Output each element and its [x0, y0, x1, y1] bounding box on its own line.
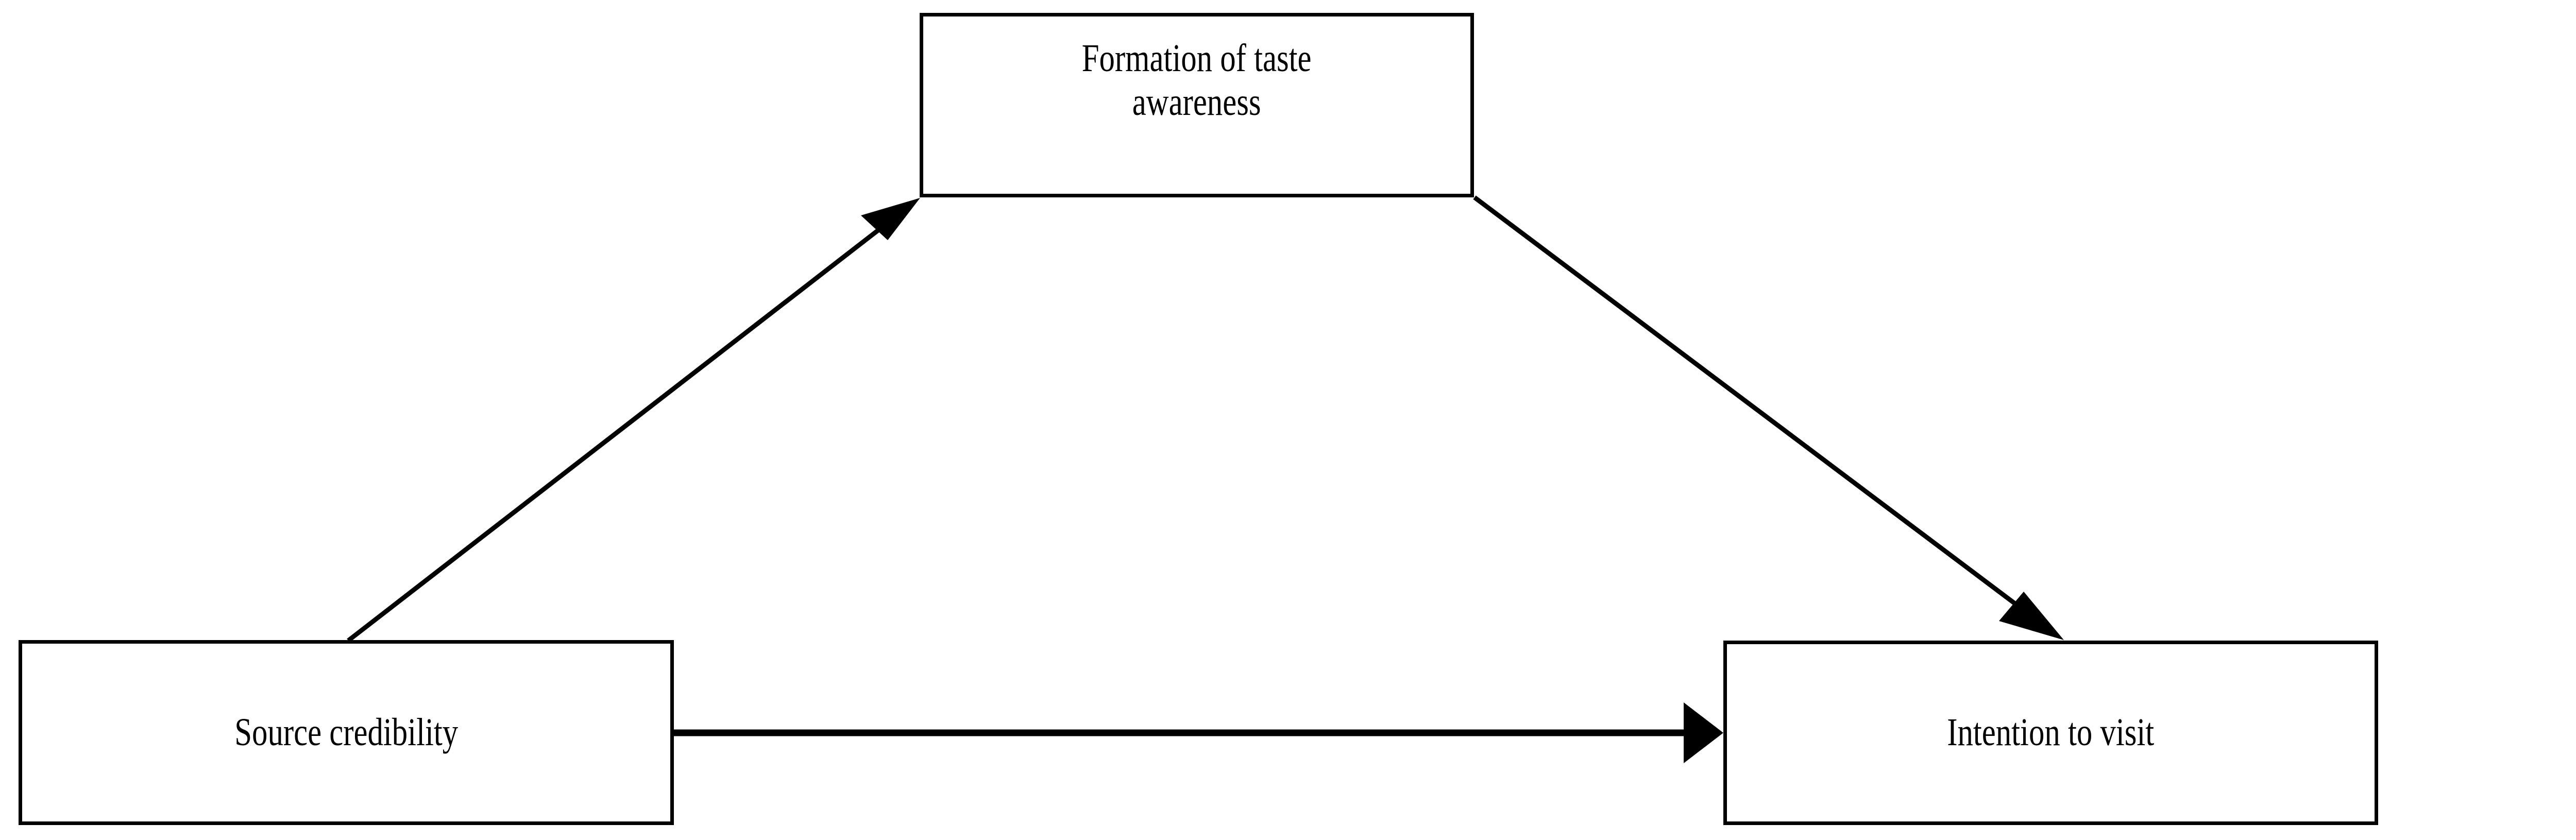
edge-source-to-intention — [673, 702, 1723, 763]
node-label: Formation of taste awareness — [1082, 36, 1312, 124]
arrowhead-icon — [1999, 592, 2064, 640]
node-label: Intention to visit — [1947, 711, 2155, 754]
node-formation-of-taste-awareness: Formation of taste awareness — [920, 13, 1474, 197]
node-label: Source credibility — [234, 710, 458, 754]
edge-line — [1473, 195, 2040, 623]
edge-source-to-formation — [347, 198, 920, 643]
node-intention-to-visit: Intention to visit — [1723, 641, 2378, 825]
node-source-credibility: Source credibility — [19, 640, 674, 825]
edge-formation-to-intention — [1473, 195, 2064, 640]
arrowhead-icon — [861, 198, 920, 240]
arrowhead-icon — [1684, 702, 1723, 763]
edge-line — [347, 209, 904, 643]
